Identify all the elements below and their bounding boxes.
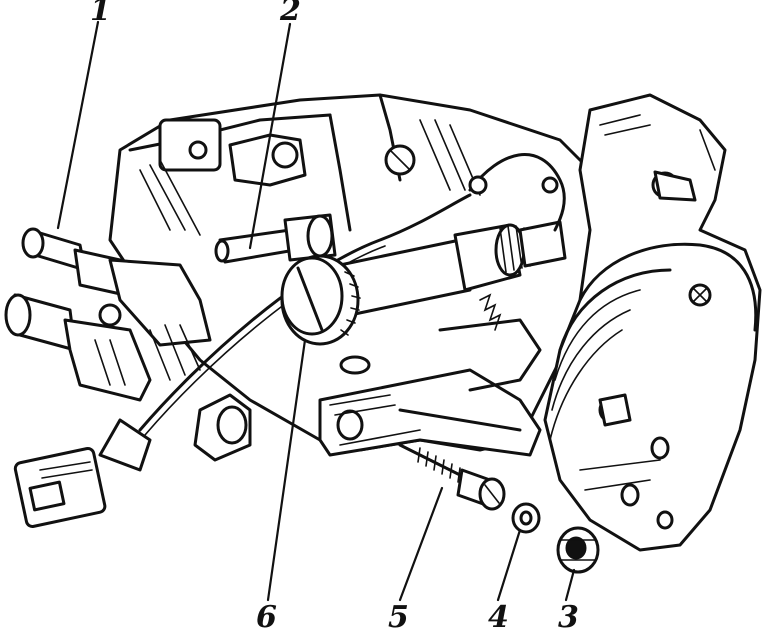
leader-1 bbox=[56, 20, 100, 230]
fuel-fittings bbox=[4, 227, 212, 402]
electrical-lead bbox=[13, 193, 472, 528]
leader-6 bbox=[266, 338, 307, 602]
leader-3 bbox=[564, 568, 576, 602]
leader-2 bbox=[248, 22, 292, 250]
nut-3 bbox=[556, 526, 600, 574]
leader-4 bbox=[496, 528, 522, 602]
base-plate bbox=[318, 355, 542, 457]
washer-4 bbox=[511, 502, 541, 534]
screw-5 bbox=[398, 443, 506, 511]
leader-5 bbox=[398, 486, 444, 602]
throttle-sector bbox=[543, 93, 762, 552]
idle-screw-assembly bbox=[280, 220, 567, 346]
callout-4: 4 bbox=[488, 600, 509, 635]
leader-lines bbox=[56, 20, 576, 602]
callout-2: 2 bbox=[280, 0, 301, 28]
callout-6: 6 bbox=[256, 600, 277, 635]
mounting-boss bbox=[193, 393, 252, 462]
callout-1: 1 bbox=[90, 0, 111, 28]
callout-5: 5 bbox=[388, 600, 409, 635]
callout-3: 3 bbox=[558, 600, 579, 635]
linkage bbox=[438, 153, 566, 392]
rod-2 bbox=[214, 213, 337, 264]
